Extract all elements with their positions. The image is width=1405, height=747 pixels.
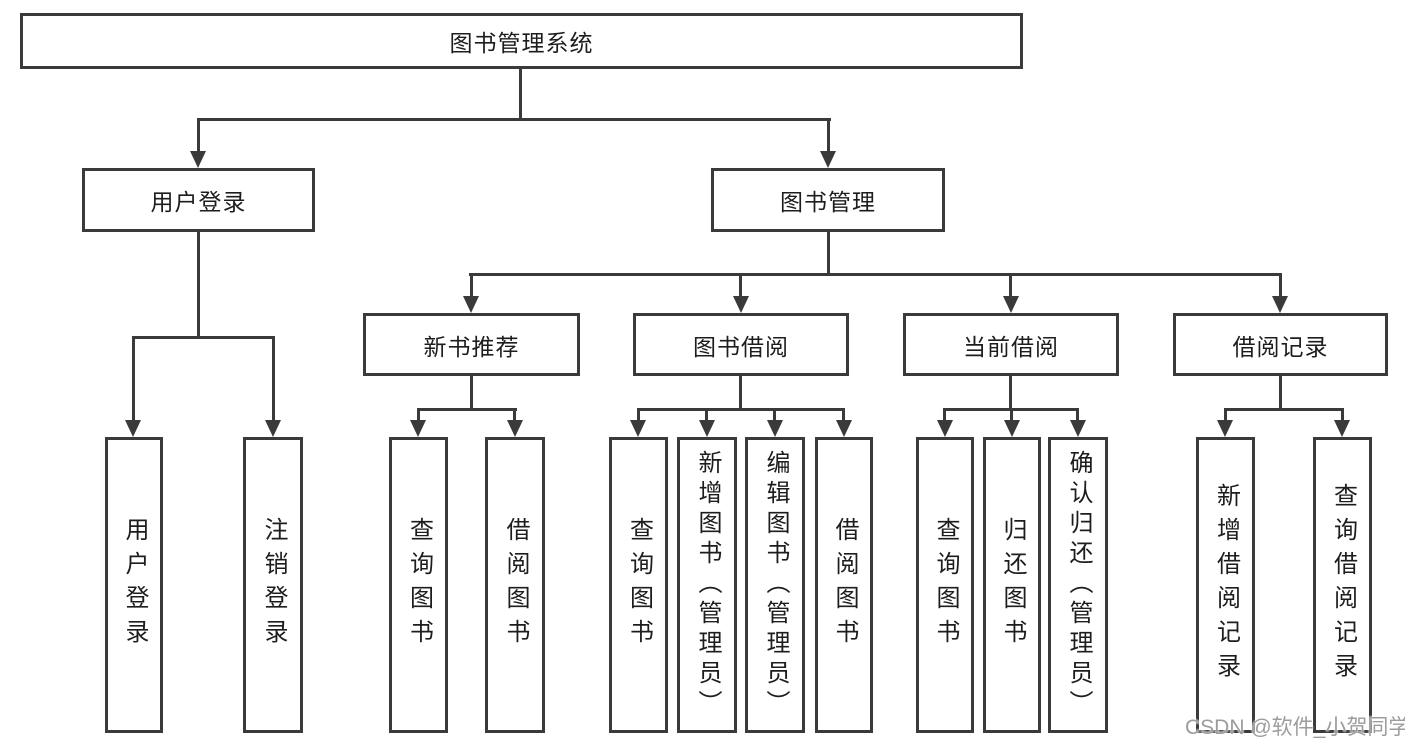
leaf-return-books-label: 归还图书 — [999, 517, 1026, 653]
node-library-system-label: 图书管理系统 — [449, 30, 594, 56]
node-user-login: 用户登录 — [82, 168, 315, 232]
arrow-down-icon — [733, 296, 749, 313]
arrow-down-icon — [1217, 420, 1233, 437]
arrow-down-icon — [630, 420, 646, 437]
connector-newbook-stem — [470, 376, 473, 410]
connector-bookmgmt-drop-3 — [1009, 273, 1012, 300]
connector-currentborrow-stem — [1009, 376, 1012, 410]
connector-bookborrow-drop-3 — [773, 408, 776, 422]
connector-bookmgmt-branch — [469, 273, 1282, 276]
connector-bookborrow-drop-2 — [705, 408, 708, 422]
arrow-down-icon — [937, 420, 953, 437]
leaf-borrow-books-2: 借阅图书 — [815, 437, 873, 733]
node-user-login-label: 用户登录 — [150, 189, 247, 215]
connector-root-branch — [197, 118, 831, 121]
leaf-query-borrow-record-label: 查询借阅记录 — [1329, 483, 1357, 687]
node-current-borrowing: 当前借阅 — [903, 313, 1119, 376]
leaf-borrow-books-1: 借阅图书 — [485, 437, 545, 733]
leaf-logout: 注销登录 — [243, 437, 303, 733]
arrow-down-icon — [1003, 296, 1019, 313]
watermark: CSDN @软件_小贺同学 — [1185, 716, 1405, 739]
leaf-add-books-admin-label: 新增图书（管理员） — [694, 450, 721, 720]
connector-root-stem — [519, 69, 522, 120]
leaf-query-books-1-label: 查询图书 — [405, 517, 433, 653]
connector-root-drop-right — [827, 118, 830, 154]
connector-bookborrow-stem — [739, 376, 742, 410]
connector-newbook-drop-2 — [513, 408, 516, 422]
connector-currentborrow-drop-1 — [943, 408, 946, 422]
arrow-down-icon — [125, 420, 141, 437]
node-borrow-records: 借阅记录 — [1173, 313, 1388, 376]
arrow-down-icon — [699, 420, 715, 437]
leaf-add-books-admin: 新增图书（管理员） — [677, 437, 737, 733]
connector-records-drop-2 — [1341, 408, 1344, 422]
node-new-book-recommend: 新书推荐 — [363, 313, 580, 376]
arrow-down-icon — [190, 151, 206, 168]
leaf-query-books-1: 查询图书 — [389, 437, 448, 733]
leaf-edit-books-admin: 编辑图书（管理员） — [745, 437, 805, 733]
arrow-down-icon — [463, 296, 479, 313]
arrow-down-icon — [410, 420, 426, 437]
node-new-book-recommend-label: 新书推荐 — [423, 333, 520, 360]
arrow-down-icon — [265, 420, 281, 437]
leaf-query-borrow-record: 查询借阅记录 — [1313, 437, 1372, 733]
connector-bookborrow-drop-4 — [842, 408, 845, 422]
arrow-down-icon — [507, 420, 523, 437]
node-current-borrowing-label: 当前借阅 — [963, 333, 1059, 360]
connector-userlogin-drop-1 — [132, 336, 135, 422]
connector-records-branch — [1224, 408, 1344, 411]
arrow-down-icon — [1004, 420, 1020, 437]
leaf-confirm-return-admin-label: 确认归还（管理员） — [1065, 450, 1092, 720]
node-library-system: 图书管理系统 — [20, 13, 1023, 69]
leaf-query-books-2-label: 查询图书 — [625, 517, 653, 653]
arrow-down-icon — [1334, 420, 1350, 437]
connector-userlogin-branch — [132, 336, 275, 339]
connector-bookborrow-branch — [637, 408, 845, 411]
connector-newbook-drop-1 — [417, 408, 420, 422]
connector-bookmgmt-drop-4 — [1279, 273, 1282, 300]
arrow-down-icon — [820, 151, 836, 168]
arrow-down-icon — [1272, 296, 1288, 313]
leaf-add-borrow-record: 新增借阅记录 — [1196, 437, 1255, 733]
leaf-user-login: 用户登录 — [105, 437, 163, 733]
leaf-borrow-books-2-label: 借阅图书 — [831, 517, 858, 653]
connector-root-drop-left — [197, 118, 200, 154]
node-book-management-label: 图书管理 — [780, 189, 876, 215]
leaf-add-borrow-record-label: 新增借阅记录 — [1212, 483, 1240, 687]
leaf-query-books-3-label: 查询图书 — [932, 517, 959, 653]
connector-records-drop-1 — [1224, 408, 1227, 422]
connector-userlogin-stem — [197, 232, 200, 339]
leaf-confirm-return-admin: 确认归还（管理员） — [1048, 437, 1108, 733]
connector-currentborrow-drop-2 — [1010, 408, 1013, 422]
leaf-borrow-books-1-label: 借阅图书 — [502, 517, 529, 653]
node-book-borrowing: 图书借阅 — [633, 313, 849, 376]
leaf-return-books: 归还图书 — [983, 437, 1041, 733]
arrow-down-icon — [836, 420, 852, 437]
node-book-borrowing-label: 图书借阅 — [693, 333, 789, 360]
arrow-down-icon — [767, 420, 783, 437]
node-borrow-records-label: 借阅记录 — [1232, 333, 1329, 360]
leaf-query-books-2: 查询图书 — [609, 437, 668, 733]
leaf-user-login-label: 用户登录 — [121, 517, 148, 653]
connector-newbook-branch — [417, 408, 517, 411]
connector-records-stem — [1279, 376, 1282, 410]
connector-bookborrow-drop-1 — [637, 408, 640, 422]
leaf-logout-label: 注销登录 — [260, 517, 287, 653]
leaf-query-books-3: 查询图书 — [916, 437, 974, 733]
connector-userlogin-drop-2 — [272, 336, 275, 422]
arrow-down-icon — [1070, 420, 1086, 437]
connector-bookmgmt-stem — [827, 232, 830, 276]
node-book-management: 图书管理 — [711, 168, 945, 232]
connector-currentborrow-drop-3 — [1076, 408, 1079, 422]
connector-bookmgmt-drop-2 — [739, 273, 742, 300]
leaf-edit-books-admin-label: 编辑图书（管理员） — [762, 450, 789, 720]
connector-bookmgmt-drop-1 — [470, 273, 473, 300]
